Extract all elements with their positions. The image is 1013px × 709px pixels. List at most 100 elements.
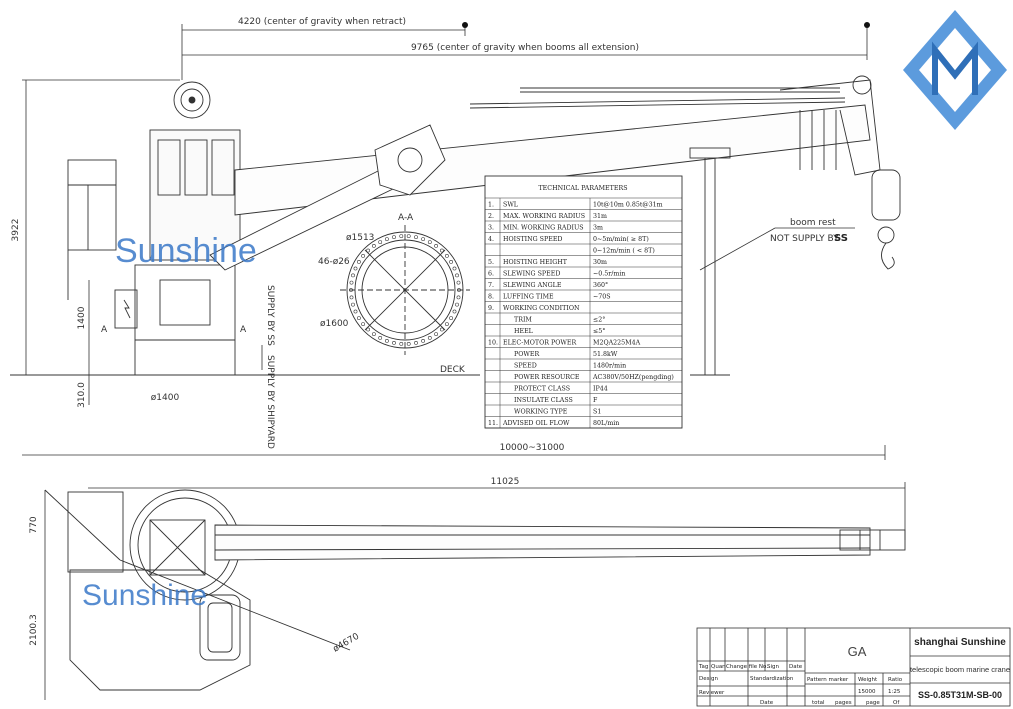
- tech-row-value: S1: [593, 409, 601, 416]
- tech-row-label: POWER: [514, 351, 539, 358]
- tech-row-label: INSULATE CLASS: [514, 397, 573, 404]
- deck-label: DECK: [440, 365, 466, 375]
- bolt-ring: [349, 234, 461, 346]
- tb-pattern: Pattern marker: [807, 677, 849, 683]
- titleblock-description: telescopic boom marine crane: [910, 665, 1010, 674]
- tech-row-label: HOISTING HEIGHT: [503, 259, 568, 266]
- section-a-marker-left: A: [101, 325, 108, 335]
- bolt-hole: [378, 335, 383, 340]
- tech-row-number: 1.: [488, 202, 494, 209]
- tech-row-value: ≤5°: [593, 328, 605, 335]
- bolt-hole: [406, 234, 411, 239]
- section-aa-view: [340, 225, 470, 355]
- bolt-hole: [349, 280, 354, 285]
- tb-page: page: [866, 700, 880, 706]
- bolt-hole: [452, 309, 457, 314]
- titleblock-ga: GA: [848, 644, 867, 659]
- bolt-hole: [378, 240, 383, 245]
- tech-row-label: SWL: [503, 202, 519, 209]
- tech-row-value: AC380V/50HZ(pengding): [592, 374, 674, 381]
- tech-row-value: 30m: [593, 259, 607, 266]
- tech-row-value: 80L/min: [593, 420, 619, 427]
- tech-row-value: ~0.5r/min: [593, 271, 625, 278]
- bolt-hole: [361, 322, 366, 327]
- section-bolts: 46-ø26: [318, 257, 350, 267]
- tech-row-label: HOISTING SPEED: [503, 236, 562, 243]
- tech-row-label: POWER RESOURCE: [514, 374, 580, 381]
- tech-row-number: 4.: [488, 236, 494, 243]
- section-a-marker-right: A: [240, 325, 247, 335]
- tech-row-number: 10.: [488, 340, 498, 347]
- bolt-hole: [449, 259, 454, 264]
- bolt-hole: [406, 341, 411, 346]
- bolt-hole: [444, 322, 449, 327]
- dim-height-total: 3922: [11, 219, 21, 242]
- tb-qty: Quan: [711, 664, 726, 670]
- dim-slew-diameter: ø4670: [332, 632, 362, 655]
- bolt-hole: [457, 288, 461, 292]
- dim-plan-width-1: 770: [29, 516, 39, 533]
- tech-row-value: 10t@10m 0.85t@31m: [593, 202, 663, 209]
- tech-row-number: 8.: [488, 294, 494, 301]
- cog-retract-marker: [462, 22, 468, 28]
- tb-of: Of: [893, 700, 900, 706]
- tech-row-label: ELEC-MOTOR POWER: [503, 340, 577, 347]
- bolt-hole: [384, 237, 389, 242]
- bolt-hole: [384, 338, 389, 343]
- tb-weight: Weight: [858, 677, 878, 683]
- titleblock-company: shanghai Sunshine: [914, 637, 1006, 648]
- tb-tag: Tag: [698, 664, 708, 670]
- crane-elevation: [67, 75, 901, 376]
- title-block: [696, 627, 1011, 707]
- tech-row-value: 51.8kW: [593, 351, 618, 358]
- not-supply-label: NOT SUPPLY BY: [770, 234, 839, 244]
- bolt-hole: [434, 243, 439, 248]
- tech-row-value: F: [593, 397, 598, 404]
- tech-row-number: 11.: [488, 420, 498, 427]
- bolt-hole: [392, 235, 396, 240]
- tech-row-value: 1480r/min: [593, 363, 626, 370]
- bolt-hole: [353, 266, 358, 271]
- dim-base-diameter: ø1400: [151, 393, 180, 403]
- tech-row-value: 3m: [593, 225, 603, 232]
- bolt-hole: [399, 341, 404, 346]
- bolt-hole: [455, 302, 459, 307]
- tech-row-value: IP44: [593, 386, 608, 393]
- bolt-hole: [452, 266, 457, 271]
- bolt-hole: [414, 235, 418, 240]
- dim-cog-extension: 9765 (center of gravity when booms all e…: [411, 43, 639, 53]
- dim-base-height: 310.0: [77, 382, 87, 408]
- tech-row-label: WORKING TYPE: [514, 409, 568, 416]
- tech-row-value: ≤2°: [593, 317, 605, 324]
- tech-row-label: TRIM: [514, 317, 532, 324]
- tech-row-label: SLEWING SPEED: [503, 271, 560, 278]
- bolt-hole: [371, 332, 376, 337]
- tech-row-label: PROTECT CLASS: [514, 386, 570, 393]
- section-title: A-A: [398, 213, 414, 223]
- tech-row-label: LUFFING TIME: [503, 294, 554, 301]
- tb-sign: Sign: [767, 664, 780, 670]
- bolt-hole: [455, 273, 459, 278]
- watermark-bottom: Sunshine: [82, 579, 207, 612]
- bolt-hole: [351, 273, 355, 278]
- tech-row-value: 0~12m/min ( < 8T): [593, 248, 655, 255]
- tech-row-label: SLEWING ANGLE: [503, 282, 562, 289]
- tech-row-number: 7.: [488, 282, 494, 289]
- bolt-hole: [456, 295, 461, 300]
- supply-ss-label: SUPPLY BY SS: [265, 285, 275, 346]
- tb-design: Design: [699, 676, 719, 682]
- tb-ratio-val: 1:25: [888, 689, 901, 695]
- tech-row-value: M2QA225M4A: [593, 340, 641, 347]
- tech-row-value: 360°: [593, 282, 608, 289]
- tech-row-value: 31m: [593, 213, 607, 220]
- dim-reach-range: 10000~31000: [500, 443, 565, 453]
- tech-row-number: 3.: [488, 225, 494, 232]
- crane-plan-view: [44, 489, 906, 691]
- tech-row-number: 5.: [488, 259, 494, 266]
- tech-row-number: 6.: [488, 271, 494, 278]
- tech-row-label: ADVISED OIL FLOW: [502, 420, 570, 427]
- dim-cog-retract: 4220 (center of gravity when retract): [238, 17, 406, 27]
- boom-rest-label: boom rest: [790, 218, 836, 228]
